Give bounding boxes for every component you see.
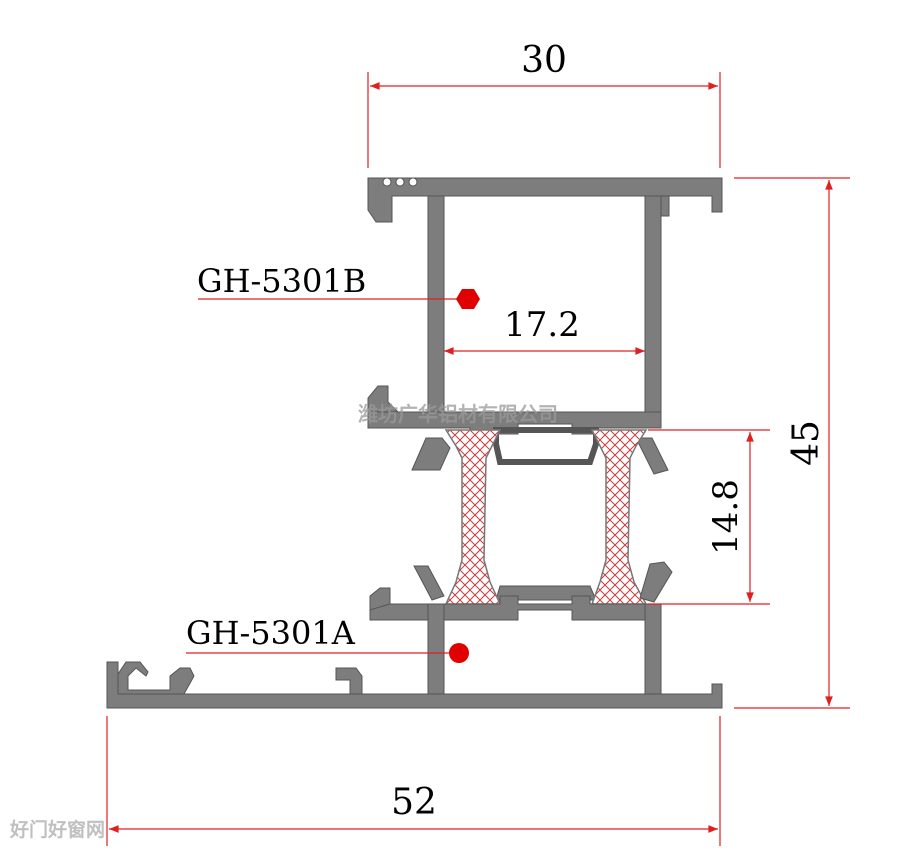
lower-left-wall [427,603,445,695]
dim-top-width-label: 30 [521,40,567,81]
lower-right-wall [644,603,662,695]
insulation-strips [444,429,648,605]
lower-left-fin [413,565,445,601]
upper-profile-marker [456,289,480,309]
upper-flange-notch-3 [408,177,418,187]
upper-top-flange [367,177,723,223]
upper-flange-notch-2 [395,177,405,187]
upper-profile-label: GH-5301B [197,262,366,300]
lower-profile-gh-5301a [106,561,723,709]
lower-profile-label: GH-5301A [186,614,356,652]
lower-right-fin [639,561,673,603]
company-watermark: 潍坊广华铝材有限公司 [358,402,558,426]
dimension-lines [106,72,850,846]
dim-inner-width-label: 17.2 [504,305,580,345]
dim-overall-height-label: 45 [786,420,827,466]
lower-glazing-clip [117,661,195,695]
upper-right-web [660,195,670,217]
upper-right-fin [635,437,669,475]
lower-small-foot [335,667,363,695]
upper-profile-gh-5301b [367,177,723,475]
upper-left-wall [427,195,445,429]
dim-bottom-width-label: 52 [391,782,437,823]
lower-base [106,661,723,709]
center-top-bridge [493,427,599,465]
dim-thermal-break-label: 14.8 [706,479,746,555]
site-watermark: 好门好窗网 [9,818,105,841]
upper-flange-notch-1 [382,177,392,187]
right-insulation-strip [590,429,648,605]
lower-left-hook [369,587,391,611]
upper-right-wall [644,195,662,429]
upper-left-fin [411,437,451,471]
center-chamber [493,427,599,601]
left-insulation-strip [444,429,502,605]
upper-left-hook [367,385,400,413]
lower-profile-marker [449,643,469,663]
